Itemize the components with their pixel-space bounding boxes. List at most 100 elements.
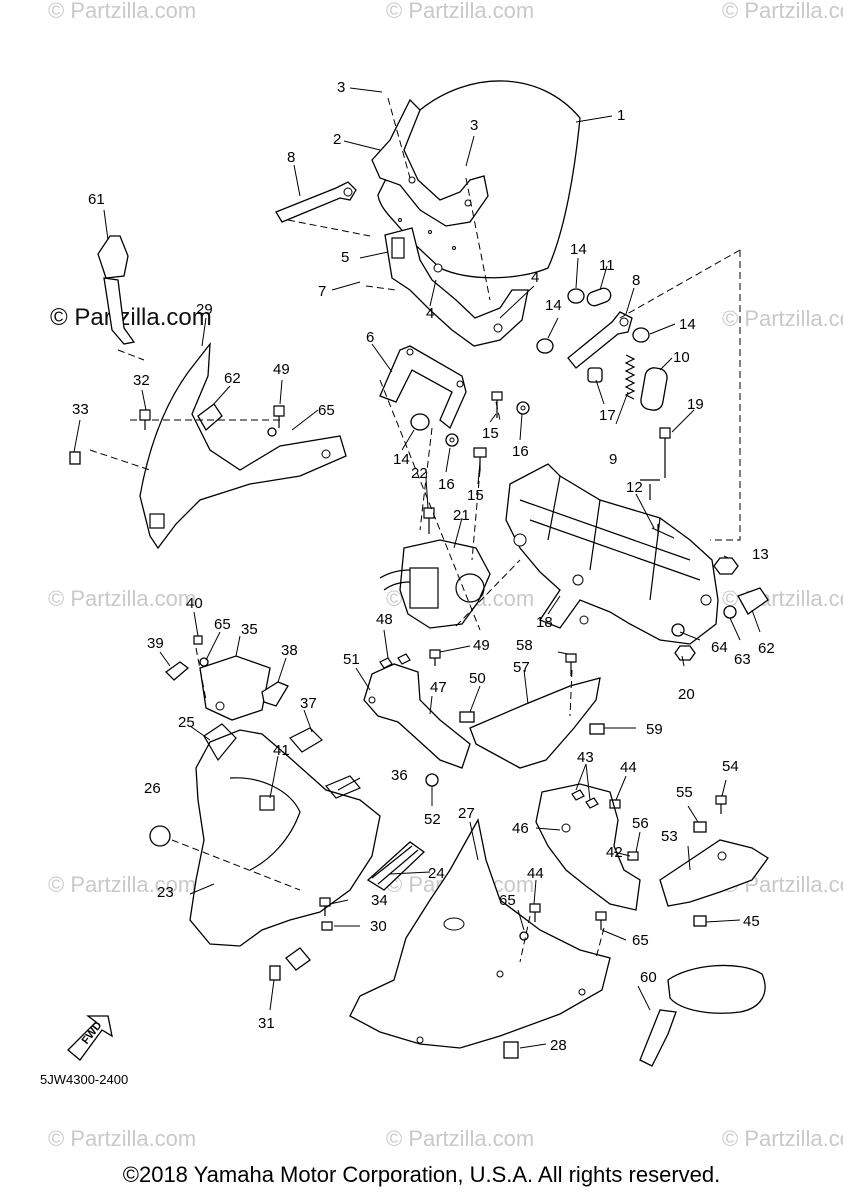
callout-12: 12: [626, 479, 643, 496]
callout-4: 4: [426, 305, 435, 322]
watermark: © Partzilla.com: [722, 1126, 843, 1151]
callout-20: 20: [678, 686, 695, 703]
mirror-right: [639, 964, 766, 1067]
callout-3: 3: [470, 117, 479, 134]
callout-14: 14: [545, 297, 562, 314]
callout-4: 4: [531, 269, 540, 286]
callout-65: 65: [499, 892, 516, 909]
callout-58: 58: [516, 637, 533, 654]
callout-28: 28: [550, 1037, 567, 1054]
callout-52: 52: [424, 811, 441, 828]
watermark: © Partzilla.com: [722, 0, 843, 23]
callout-35: 35: [241, 621, 258, 638]
callout-65: 65: [632, 932, 649, 949]
callout-65: 65: [318, 402, 335, 419]
callout-65: 65: [214, 616, 231, 633]
callout-15: 15: [467, 487, 484, 504]
callout-16: 16: [512, 443, 529, 460]
callout-49: 49: [273, 361, 290, 378]
callout-62: 62: [758, 640, 775, 657]
callout-8: 8: [287, 149, 296, 166]
callout-14: 14: [570, 241, 587, 258]
callout-9: 9: [609, 451, 618, 468]
callout-50: 50: [469, 670, 486, 687]
watermark: © Partzilla.com: [48, 1126, 197, 1151]
callout-14: 14: [393, 451, 410, 468]
callout-46: 46: [512, 820, 529, 837]
meter-assembly: [379, 507, 491, 629]
inner-panel-top: [164, 635, 289, 721]
callout-39: 39: [147, 635, 164, 652]
clip: [503, 1041, 519, 1059]
front-cowling: [189, 723, 381, 947]
callout-40: 40: [186, 595, 203, 612]
callout-11: 11: [599, 257, 615, 274]
callout-14: 14: [679, 316, 696, 333]
stay-assembly: [505, 463, 719, 645]
inner-panel-mid: [459, 653, 605, 769]
callout-3: 3: [337, 79, 346, 96]
callout-45: 45: [743, 913, 760, 930]
callout-47: 47: [430, 679, 447, 696]
callout-59: 59: [646, 721, 663, 738]
stay-right: [567, 311, 633, 369]
callout-49: 49: [473, 637, 490, 654]
watermark: © Partzilla.com: [48, 0, 197, 23]
callout-22: 22: [411, 465, 428, 482]
callout-21: 21: [453, 507, 470, 524]
callout-10: 10: [673, 349, 690, 366]
copyright-notice: ©2018 Yamaha Motor Corporation, U.S.A. A…: [122, 1162, 721, 1187]
callout-54: 54: [722, 758, 739, 775]
callout-56: 56: [632, 815, 649, 832]
callout-62: 62: [224, 370, 241, 387]
callout-60: 60: [640, 969, 657, 986]
callout-44: 44: [527, 865, 544, 882]
callout-7: 7: [318, 283, 327, 300]
callout-16: 16: [438, 476, 455, 493]
callout-34: 34: [371, 892, 388, 909]
callout-51: 51: [343, 651, 360, 668]
callout-41: 41: [273, 742, 290, 759]
forward-arrow-icon: [67, 1015, 113, 1061]
assembly-lines: [89, 97, 741, 963]
screen-bracket: [371, 98, 489, 227]
collars: [410, 287, 650, 431]
small-fasteners-left: [69, 403, 285, 465]
callout-8: 8: [632, 272, 641, 289]
diagram-code: 5JW4300-2400: [40, 1072, 129, 1087]
side-cowl-left: [139, 341, 347, 550]
callout-6: 6: [366, 329, 375, 346]
watermark: © Partzilla.com: [48, 586, 197, 611]
callout-23: 23: [157, 884, 174, 901]
bolts-mid: [445, 391, 671, 500]
nuts-and-grommets: [651, 524, 769, 661]
callout-64: 64: [711, 639, 728, 656]
watermark: © Partzilla.com: [48, 872, 197, 897]
callout-26: 26: [144, 780, 161, 797]
callout-17: 17: [599, 407, 616, 424]
callout-48: 48: [376, 611, 393, 628]
callout-44: 44: [620, 759, 637, 776]
stay-left: [275, 181, 357, 223]
duct-cover: [366, 841, 426, 891]
callout-29: 29: [196, 301, 213, 318]
callout-53: 53: [661, 828, 678, 845]
callout-5: 5: [341, 249, 350, 266]
callout-27: 27: [458, 805, 475, 822]
watermark: © Partzilla.com: [386, 1126, 535, 1151]
callout-25: 25: [178, 714, 195, 731]
callout-38: 38: [281, 642, 298, 659]
watermark: © Partzilla.com: [386, 0, 535, 23]
callout-32: 32: [133, 372, 150, 389]
callout-36: 36: [391, 767, 408, 784]
callout-18: 18: [536, 614, 553, 631]
lower-cowling: [349, 818, 611, 1049]
callout-37: 37: [300, 695, 317, 712]
damper-and-spring: [587, 354, 668, 411]
callout-33: 33: [72, 401, 89, 418]
inner-panel-right: [627, 795, 769, 927]
callout-13: 13: [752, 546, 769, 563]
air-duct-left: [363, 649, 471, 787]
callout-1: 1: [617, 107, 626, 124]
